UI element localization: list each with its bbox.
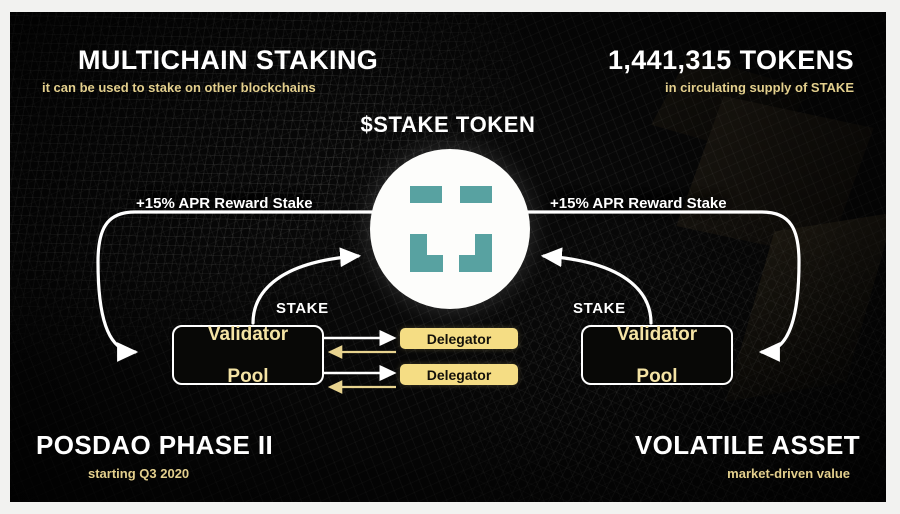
label-reward-left: +15% APR Reward Stake <box>136 195 313 212</box>
validator-pool-left-line1: Validator <box>207 323 289 345</box>
label-stake-right: STAKE <box>573 300 626 317</box>
validator-pool-right-line1: Validator <box>616 323 698 345</box>
flow-arrows <box>96 210 801 394</box>
subtitle-posdao-phase-ii: starting Q3 2020 <box>88 466 190 481</box>
subtitle-circulating-tokens: in circulating supply of STAKE <box>665 80 854 95</box>
subtitle-multichain-staking: it can be used to stake on other blockch… <box>42 80 316 95</box>
subtitle-volatile-asset: market-driven value <box>727 466 850 481</box>
heading-volatile-asset: VOLATILE ASSET <box>634 430 860 460</box>
delegator-node-1[interactable]: Delegator <box>400 328 518 349</box>
logo-shape-bottom-left-stem <box>410 234 427 255</box>
heading-circulating-tokens: 1,441,315 TOKENS <box>607 45 854 75</box>
logo-bar-top-left <box>410 186 442 203</box>
delegator-node-2[interactable]: Delegator <box>400 364 518 385</box>
arrow-stake-left <box>251 247 362 325</box>
label-stake-left: STAKE <box>276 300 329 317</box>
validator-pool-left[interactable]: Validator Pool <box>172 323 324 387</box>
diagram-artboard: MULTICHAIN STAKING it can be used to sta… <box>10 12 886 502</box>
stake-token-logo <box>410 186 492 272</box>
validator-pool-right-line2: Pool <box>636 365 678 387</box>
arrow-stake-right <box>540 247 653 325</box>
logo-shape-bottom-right-foot <box>459 255 492 272</box>
validator-pool-left-line2: Pool <box>227 365 269 387</box>
stake-token-title: $STAKE TOKEN <box>360 112 536 137</box>
label-reward-right: +15% APR Reward Stake <box>550 195 727 212</box>
arrow-reward-right <box>522 210 801 362</box>
logo-shape-bottom-left-foot <box>410 255 443 272</box>
validator-pool-right[interactable]: Validator Pool <box>581 323 733 387</box>
stake-token-circle <box>370 149 530 309</box>
arrow-reward-left <box>96 210 378 362</box>
logo-bar-top-right <box>460 186 492 203</box>
heading-posdao-phase-ii: POSDAO PHASE II <box>36 430 274 460</box>
heading-multichain-staking: MULTICHAIN STAKING <box>78 45 379 75</box>
